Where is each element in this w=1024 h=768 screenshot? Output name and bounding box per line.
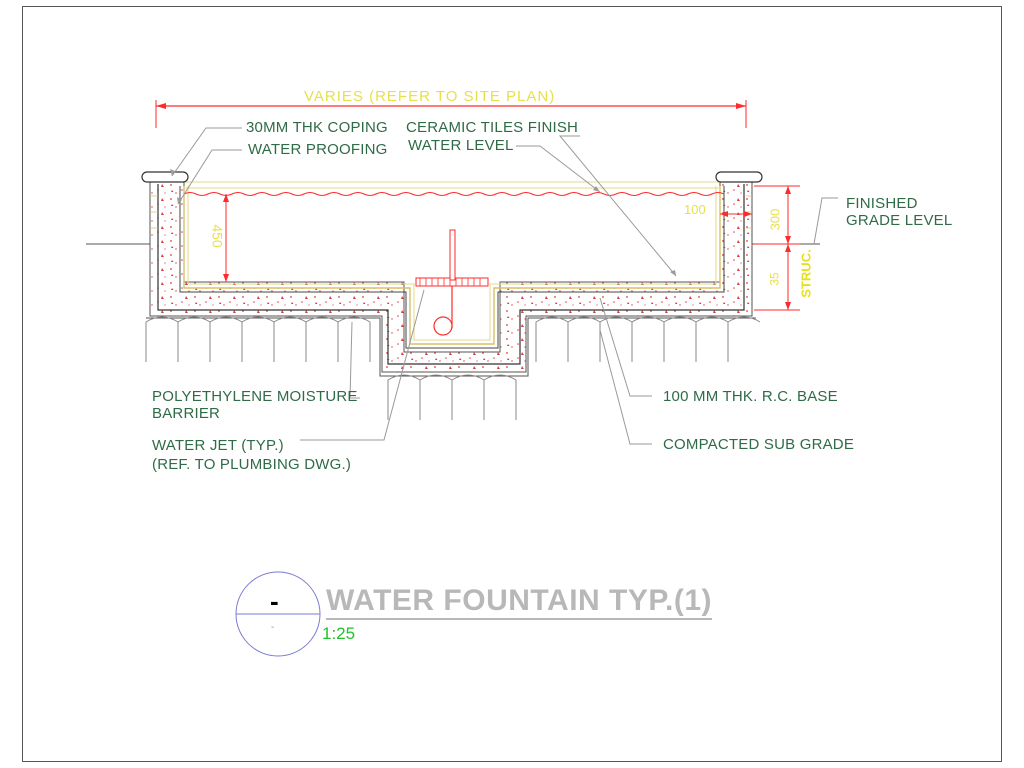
water-jet	[415, 229, 489, 336]
depth-dimension	[223, 194, 229, 282]
waterproofing-label: WATER PROOFING	[248, 141, 388, 158]
drawing-title: WATER FOUNTAIN TYP.(1)	[326, 584, 712, 620]
tiles-label: CERAMIC TILES FINISH	[406, 119, 579, 136]
water-jet-label: WATER JET (TYP.) (REF. TO PLUMBING DWG.)	[152, 437, 352, 473]
sheet-number: -	[271, 622, 275, 633]
right-dimensions	[720, 185, 800, 311]
struc-text: STRUC.	[798, 249, 814, 298]
sheet-border	[22, 6, 1002, 762]
right-coping	[715, 171, 763, 183]
ledge-dimension-text: 100	[684, 202, 706, 217]
coping-label: 30MM THK COPING	[246, 119, 388, 136]
struc-value-text: 35	[767, 272, 782, 286]
finished-grade-label: FINISHED GRADE LEVEL	[846, 195, 953, 229]
overall-dimension-text: VARIES (REFER TO SITE PLAN)	[304, 88, 556, 105]
overall-dimension	[155, 100, 747, 128]
polyethylene-label: POLYETHYLENE MOISTURE BARRIER	[152, 388, 358, 422]
compacted-subgrade	[145, 316, 761, 420]
depth-dimension-text: 450	[209, 224, 226, 248]
subgrade-label: COMPACTED SUB GRADE	[663, 436, 855, 453]
top-dimension-text: 300	[767, 208, 783, 231]
title-bubble	[235, 571, 321, 657]
drawing-scale: 1:25	[322, 624, 356, 643]
left-coping	[141, 171, 189, 183]
detail-number: -	[270, 586, 279, 616]
leader-lines	[171, 127, 838, 445]
rc-base-label: 100 MM THK. R.C. BASE	[663, 388, 838, 405]
water-level-label: WATER LEVEL	[408, 137, 514, 154]
